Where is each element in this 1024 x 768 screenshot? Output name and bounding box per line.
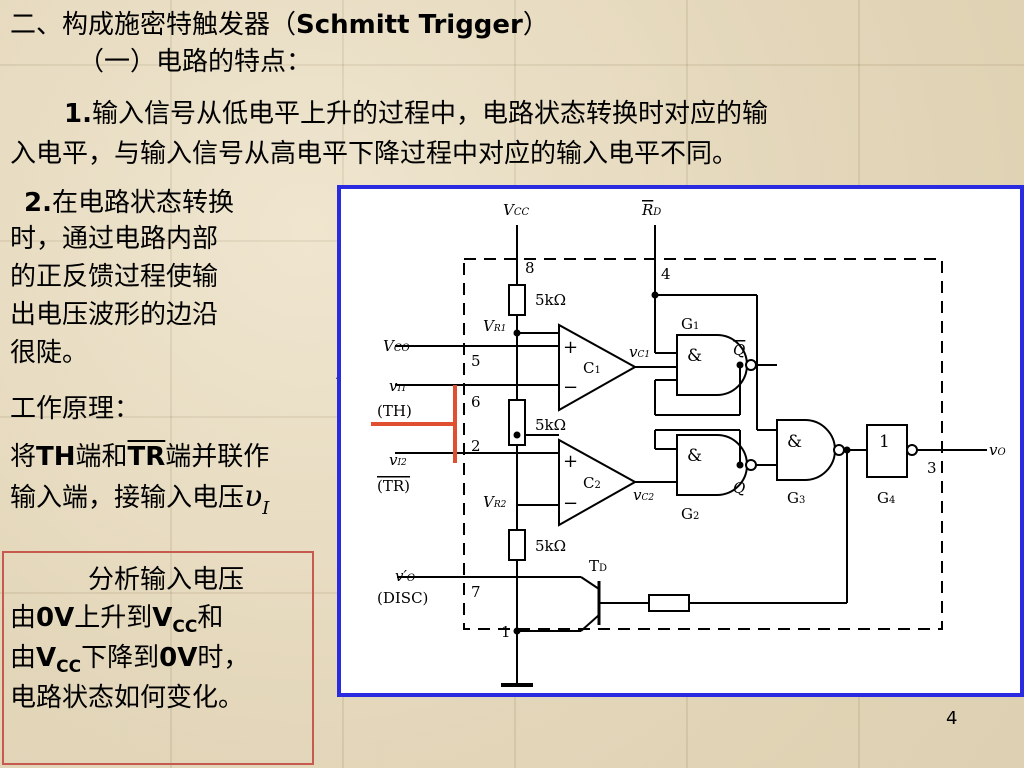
resistor-r3 xyxy=(508,529,526,561)
resistor-r1 xyxy=(508,284,526,316)
principle-line-2: 输入端，接输入电压υI xyxy=(10,479,270,520)
analysis-question-box xyxy=(2,551,314,765)
point-1-line-1: 1.输入信号从低电平上升的过程中，电路状态转换时对应的输 xyxy=(64,99,768,129)
c1-minus-sign: − xyxy=(563,377,578,398)
th-label: (TH) xyxy=(377,402,412,420)
vr1-label: VR1 xyxy=(483,317,506,335)
point-1-line-2: 入电平，与输入信号从高电平下降过程中对应的输入电平不同。 xyxy=(10,139,739,169)
pin-2-label: 2 xyxy=(471,437,481,455)
vco-label: VCO xyxy=(383,337,410,355)
analysis-line-2: 由0V上升到VCC和 xyxy=(10,603,224,637)
gate-g2-label: G2 xyxy=(681,505,699,523)
g3-and-symbol: & xyxy=(787,432,802,452)
chip-boundary xyxy=(463,258,943,630)
resistor-r2 xyxy=(508,399,526,446)
slide-subtitle: （一）电路的特点： xyxy=(78,47,313,77)
resistor-r1-label: 5kΩ xyxy=(535,291,566,309)
analysis-line-1: 分析输入电压 xyxy=(88,565,245,595)
analysis-line-4: 电路状态如何变化。 xyxy=(10,683,245,713)
gate-g4-label: G4 xyxy=(877,489,895,507)
slide-title: 二、构成施密特触发器（Schmitt Trigger） xyxy=(10,10,549,40)
point-2-line-2: 时，通过电路内部 xyxy=(10,224,219,254)
schmitt-trigger-circuit-diagram: VCC RD 8 4 5 6 2 7 1 3 5kΩ 5kΩ 5kΩ VR1 V… xyxy=(337,185,1024,697)
q-bar-label: Q xyxy=(733,341,745,359)
point-2-line-4: 出电压波形的边沿 xyxy=(10,300,219,330)
comparator-c1-label: C1 xyxy=(583,359,601,377)
resistor-r2-label: 5kΩ xyxy=(535,416,566,434)
vc1-label: vC1 xyxy=(629,343,650,361)
disc-label: (DISC) xyxy=(377,589,428,607)
vr2-label: VR2 xyxy=(483,493,507,511)
analysis-line-3: 由VCC下降到0V时， xyxy=(10,643,250,677)
vi1-label: vI1 xyxy=(389,377,407,395)
g4-buffer-symbol: 1 xyxy=(879,432,890,452)
gate-g3-label: G3 xyxy=(787,489,805,507)
principle-line-1: 将TH端和TR端并联作 xyxy=(10,442,270,472)
point-2-line-1: 2.在电路状态转换 xyxy=(24,188,234,218)
page-number: 4 xyxy=(946,708,958,729)
pin-5-label: 5 xyxy=(471,352,481,370)
pin-3-label: 3 xyxy=(927,459,937,477)
q-label: Q xyxy=(733,479,745,497)
resistor-r3-label: 5kΩ xyxy=(535,537,566,555)
pin-7-label: 7 xyxy=(471,583,481,601)
point-2-line-5: 很陡。 xyxy=(10,338,89,368)
vcc-label: VCC xyxy=(503,201,529,219)
pin-1-label: 1 xyxy=(501,623,511,641)
rd-label: RD xyxy=(641,201,661,219)
vi2-label: vI2 xyxy=(389,451,407,469)
g2-and-symbol: & xyxy=(687,446,702,466)
pin-4-label: 4 xyxy=(661,265,671,283)
c2-minus-sign: − xyxy=(563,493,578,514)
vo-prime-label: v′O xyxy=(395,567,415,585)
tr-label: (TR) xyxy=(377,477,410,495)
gate-g1-label: G1 xyxy=(681,315,699,333)
c2-plus-sign: + xyxy=(563,451,578,472)
point-2-line-3: 的正反馈过程使输 xyxy=(10,262,219,292)
g1-and-symbol: & xyxy=(687,346,702,366)
vo-label: vO xyxy=(989,441,1006,459)
principle-heading: 工作原理： xyxy=(10,394,141,424)
c1-plus-sign: + xyxy=(563,337,578,358)
pin-6-label: 6 xyxy=(471,393,481,411)
transistor-td-label: TD xyxy=(589,557,607,575)
pin-8-label: 8 xyxy=(525,259,535,277)
comparator-c2-label: C2 xyxy=(583,474,601,492)
vc2-label: vC2 xyxy=(633,486,654,504)
